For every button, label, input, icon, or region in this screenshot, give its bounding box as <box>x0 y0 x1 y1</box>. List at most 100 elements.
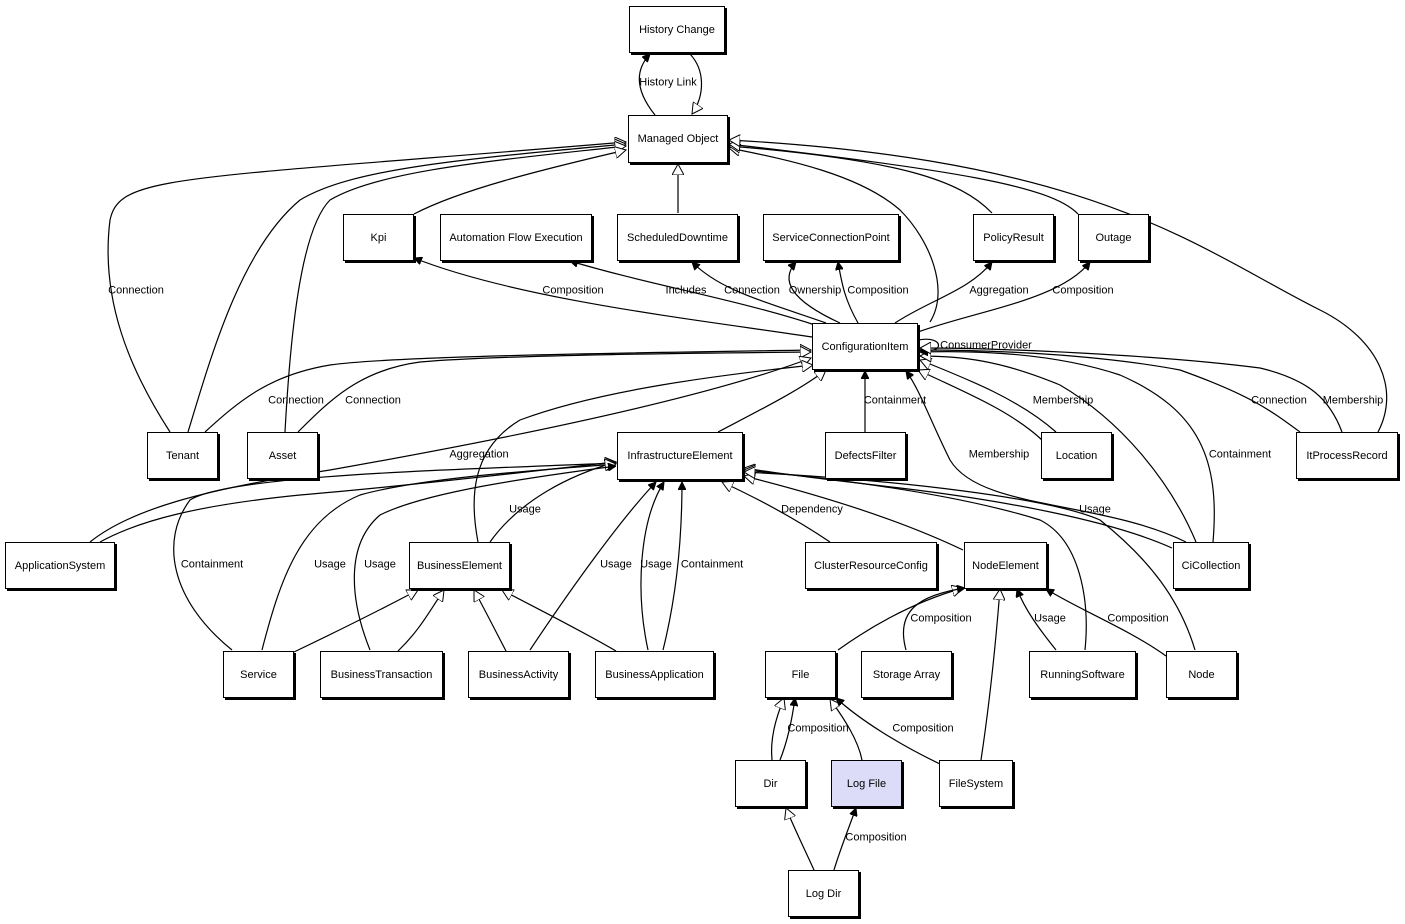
edge-logdir-dir <box>786 808 815 871</box>
edge-kpi-mo <box>413 150 626 215</box>
node-asset[interactable]: Asset <box>247 432 318 479</box>
edge-tenant-mo <box>107 142 626 433</box>
edge-label: Containment <box>680 558 744 571</box>
edge-label: Composition <box>892 722 954 735</box>
edge-label: Connection <box>345 394 401 407</box>
edge-label: Connection <box>268 394 324 407</box>
edge-be-ie <box>489 462 616 543</box>
node-infrastructure-element[interactable]: InfrastructureElement <box>617 432 743 480</box>
edge-history-inherit <box>689 53 702 114</box>
node-business-activity[interactable]: BusinessActivity <box>468 651 569 698</box>
node-application-system[interactable]: ApplicationSystem <box>5 542 115 589</box>
edge-label: Composition <box>910 612 972 625</box>
edge-label: Connection <box>724 284 780 297</box>
edge-label: Usage <box>1079 503 1111 516</box>
edge-ba-be <box>473 590 507 652</box>
node-label: ClusterResourceConfig <box>814 559 928 572</box>
node-label: BusinessTransaction <box>330 668 433 681</box>
edge-cic-ci-2 <box>920 356 1197 543</box>
node-label: NodeElement <box>972 559 1039 572</box>
node-dir[interactable]: Dir <box>735 760 806 807</box>
node-scheduled-downtime[interactable]: ScheduledDowntime <box>617 214 738 261</box>
node-node[interactable]: Node <box>1166 651 1237 698</box>
node-defects-filter[interactable]: DefectsFilter <box>825 432 906 479</box>
edge-label: Membership <box>968 448 1030 461</box>
edge-label: Aggregation <box>449 448 509 461</box>
edge-label: Usage <box>600 558 632 571</box>
node-node-element[interactable]: NodeElement <box>964 542 1047 589</box>
node-outage[interactable]: Outage <box>1078 214 1149 261</box>
edge-logdir-logfile <box>833 808 856 871</box>
edge-ci-kpi <box>414 258 813 338</box>
node-label: Service <box>240 668 277 681</box>
node-business-element[interactable]: BusinessElement <box>409 542 510 589</box>
edge-logfile-file <box>830 699 863 761</box>
edge-itpr-ci-conn <box>920 350 1301 433</box>
node-label: Tenant <box>165 449 200 462</box>
node-configuration-item[interactable]: ConfigurationItem <box>812 323 918 370</box>
edge-rs-ie <box>744 470 1087 651</box>
node-storage-array[interactable]: Storage Array <box>861 651 952 698</box>
node-kpi[interactable]: Kpi <box>343 214 414 261</box>
node-log-file[interactable]: Log File <box>831 760 902 807</box>
edge-service-ie-usage <box>261 464 616 651</box>
node-it-process-record[interactable]: ItProcessRecord <box>1296 432 1398 479</box>
edge-ci-scp-comp <box>838 262 859 324</box>
edge-label: Includes <box>665 284 707 297</box>
edge-ci-pr <box>894 262 992 324</box>
edge-fs-ne <box>980 589 1000 761</box>
edge-asset-ci <box>297 352 811 433</box>
node-location[interactable]: Location <box>1041 432 1112 479</box>
node-service-connection-point[interactable]: ServiceConnectionPoint <box>763 214 899 261</box>
node-label: BusinessApplication <box>605 668 704 681</box>
edge-service-ie-cont <box>173 463 616 651</box>
node-log-dir[interactable]: Log Dir <box>788 870 859 917</box>
node-label: Asset <box>268 449 297 462</box>
node-label: History Change <box>639 23 715 36</box>
node-label: ServiceConnectionPoint <box>772 231 890 244</box>
node-label: CiCollection <box>1181 559 1241 572</box>
node-running-software[interactable]: RunningSoftware <box>1029 651 1136 698</box>
node-business-application[interactable]: BusinessApplication <box>595 651 714 698</box>
node-policy-result[interactable]: PolicyResult <box>973 214 1054 261</box>
node-cluster-resource-config[interactable]: ClusterResourceConfig <box>805 542 937 589</box>
edge-label: Aggregation <box>969 284 1029 297</box>
edge-node-ne <box>1046 589 1167 657</box>
edge-outage-mo <box>729 144 1079 215</box>
edge-label: Containment <box>180 558 244 571</box>
node-business-transaction[interactable]: BusinessTransaction <box>320 651 443 698</box>
edge-label: Usage <box>640 558 672 571</box>
edge-bt-be <box>397 590 444 652</box>
edge-bapp-ie-cont <box>662 482 682 651</box>
node-history-change[interactable]: History Change <box>629 6 725 53</box>
edge-bapp-be <box>502 590 617 652</box>
node-ci-collection[interactable]: CiCollection <box>1173 542 1249 589</box>
edge-dir-file <box>770 698 784 761</box>
edge-ci-scp-own <box>789 262 841 324</box>
node-file-system[interactable]: FileSystem <box>939 760 1013 807</box>
node-label: FileSystem <box>948 777 1004 790</box>
node-label: BusinessElement <box>417 559 502 572</box>
edge-fs-file <box>836 698 941 765</box>
node-label: Location <box>1055 449 1098 462</box>
node-label: RunningSoftware <box>1040 668 1125 681</box>
edge-tenant-ci <box>204 350 811 433</box>
edge-label: ConsumerProvider <box>940 339 1032 352</box>
edge-label: History Link <box>639 76 697 89</box>
node-file[interactable]: File <box>765 651 836 698</box>
edge-label: Usage <box>314 558 346 571</box>
edge-label: Composition <box>1052 284 1114 297</box>
node-label: Log Dir <box>805 887 842 900</box>
edge-label: Membership <box>1322 394 1384 407</box>
node-managed-object[interactable]: Managed Object <box>628 115 728 163</box>
node-service[interactable]: Service <box>223 651 294 698</box>
node-label: Dir <box>763 777 778 790</box>
edge-be-ci <box>473 365 813 543</box>
edge-history-link <box>638 54 656 116</box>
edge-location-ci-2 <box>920 360 1057 433</box>
edge-ci-self <box>917 338 939 351</box>
edge-label: Composition <box>847 284 909 297</box>
node-tenant[interactable]: Tenant <box>147 432 218 479</box>
node-label: ItProcessRecord <box>1306 449 1388 462</box>
node-automation-flow-execution[interactable]: Automation Flow Execution <box>440 214 592 261</box>
